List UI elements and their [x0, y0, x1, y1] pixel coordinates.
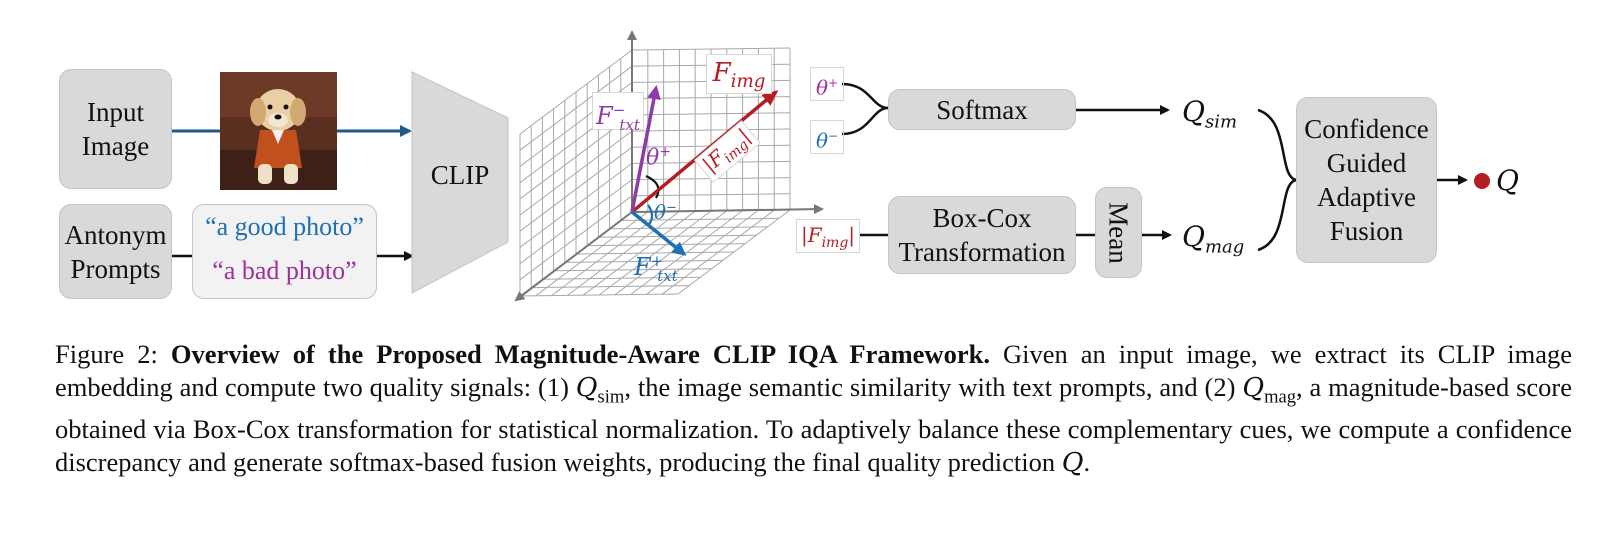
f-img-label: Fimg [706, 54, 772, 94]
f-txt-pos-label: F+txt [634, 252, 678, 285]
clip-label: CLIP [412, 160, 508, 191]
caption-title: Overview of the Proposed Magnitude-Aware… [171, 339, 990, 369]
theta-neg-label: θ− [654, 200, 677, 224]
fusion-box: Confidence Guided Adaptive Fusion [1296, 97, 1437, 263]
softmax-label: Softmax [936, 93, 1028, 127]
boxcox-label: Box-Cox Transformation [899, 201, 1066, 269]
softmax-box: Softmax [888, 89, 1076, 130]
q-output-dot [1474, 173, 1490, 189]
input-image-box: Input Image [59, 69, 172, 189]
softmax-input-brace [842, 84, 888, 134]
input-image-label: Input Image [82, 95, 149, 163]
fusion-input-brace [1258, 110, 1296, 250]
boxcox-box: Box-Cox Transformation [888, 196, 1076, 274]
softmax-theta-neg: θ− [810, 120, 844, 154]
mean-box: Mean [1095, 187, 1142, 278]
boxcox-input-label: |Fimg| [796, 219, 860, 253]
prompt-bad: “a bad photo” [192, 256, 377, 286]
q-sim-label: Qsim [1182, 95, 1237, 133]
q-mag-label: Qmag [1182, 220, 1244, 258]
antonym-prompts-box: Antonym Prompts [59, 204, 172, 299]
softmax-theta-pos: θ+ [810, 67, 844, 101]
mean-label: Mean [1102, 202, 1136, 263]
antonym-prompts-label: Antonym Prompts [64, 218, 166, 286]
f-txt-neg-label: F−txt [592, 92, 644, 130]
q-output-label: Q [1496, 164, 1519, 197]
input-photo [220, 72, 337, 190]
figure-caption: Figure 2: Overview of the Proposed Magni… [55, 338, 1572, 479]
fusion-label: Confidence Guided Adaptive Fusion [1304, 112, 1428, 248]
prompt-good: “a good photo” [192, 212, 377, 242]
theta-pos-label: θ+ [646, 144, 671, 170]
